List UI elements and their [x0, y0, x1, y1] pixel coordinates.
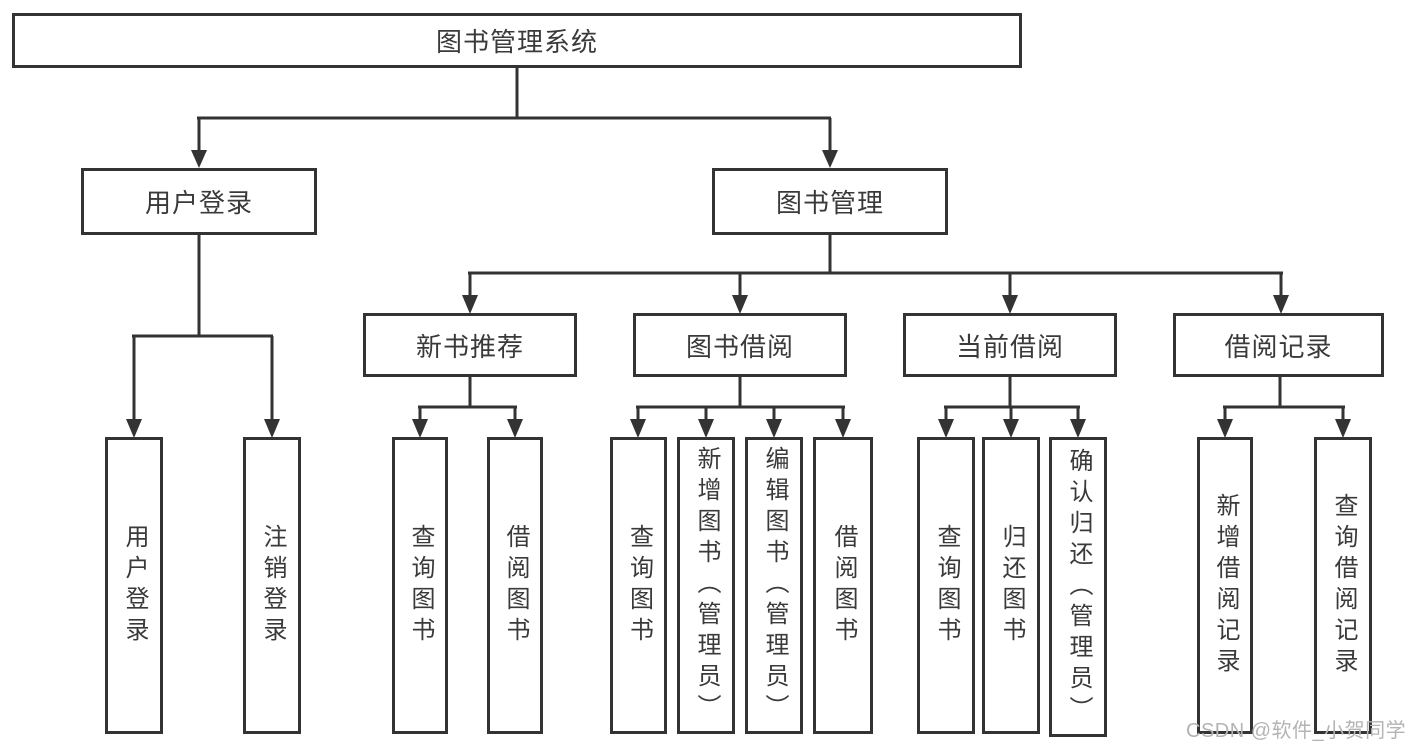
leaf-query-books-current: 查询图书: [917, 437, 975, 734]
leaf-add-book-admin: 新增图书（管理员）: [677, 437, 735, 734]
leaf-borrow-books-recommend: 借阅图书: [487, 437, 543, 734]
leaf-logout: 注销登录: [243, 437, 301, 734]
leaf-borrow-books: 借阅图书: [813, 437, 873, 734]
node-borrowing-records: 借阅记录: [1173, 313, 1384, 377]
node-book-borrowing: 图书借阅: [633, 313, 847, 377]
node-library-management-system: 图书管理系统: [12, 13, 1022, 68]
leaf-confirm-return-admin: 确认归还（管理员）: [1049, 437, 1107, 737]
node-new-book-recommend: 新书推荐: [363, 313, 577, 377]
node-current-borrowing: 当前借阅: [903, 313, 1117, 377]
leaf-query-books-recommend: 查询图书: [392, 437, 448, 734]
leaf-query-borrow-record: 查询借阅记录: [1314, 437, 1372, 734]
leaf-user-login: 用户登录: [105, 437, 163, 734]
leaf-edit-book-admin: 编辑图书（管理员）: [745, 437, 803, 734]
leaf-query-books-borrowing: 查询图书: [610, 437, 667, 734]
node-book-management: 图书管理: [712, 168, 948, 235]
leaf-return-book: 归还图书: [982, 437, 1040, 734]
csdn-watermark: CSDN @软件_小贺同学: [1186, 720, 1405, 742]
node-user-login: 用户登录: [81, 168, 317, 235]
leaf-add-borrow-record: 新增借阅记录: [1197, 437, 1253, 734]
